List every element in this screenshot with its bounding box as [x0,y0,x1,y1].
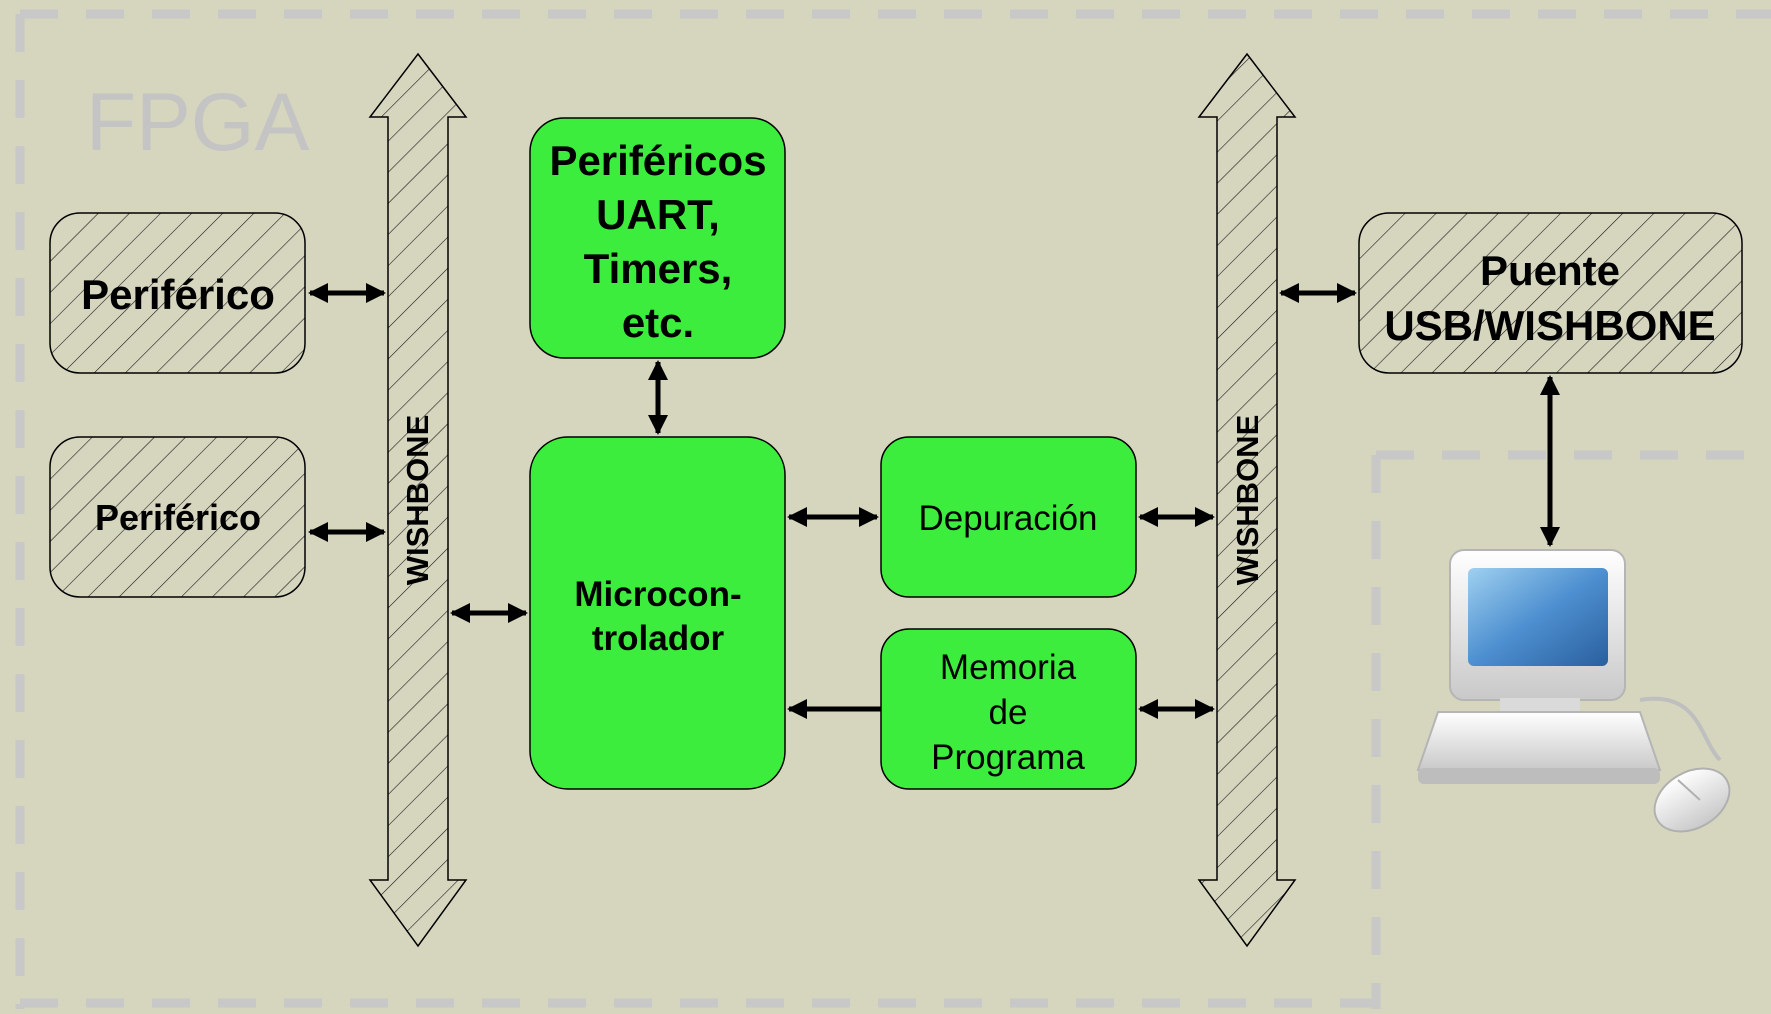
debug-block-label: Depuración [919,499,1098,538]
microcontroller-line-1: Microcon- [574,575,741,614]
peripherals-line-1: Periféricos [549,137,766,184]
wishbone-bus-right: WISHBONE [1197,52,1297,948]
peripherals-uart-timers-block: Periféricos UART, Timers, etc. [529,117,786,359]
bridge-line-1: Puente [1480,247,1620,294]
wishbone-bus-left: WISHBONE [368,52,468,948]
connection-arrows [308,283,1560,719]
peripheral-block-1: Periférico [49,212,306,374]
peripherals-line-2: UART, [596,191,720,238]
program-memory-line-3: Programa [931,738,1085,777]
usb-wishbone-bridge-block: Puente USB/WISHBONE [1358,212,1743,374]
bridge-line-2: USB/WISHBONE [1384,302,1715,349]
desktop-computer-icon [1416,549,1731,833]
peripheral-block-2-label: Periférico [95,497,261,538]
microcontroller-block: Microcon- trolador [529,436,786,790]
peripheral-block-1-label: Periférico [81,271,275,318]
fpga-region-border [15,9,1771,1009]
debug-block: Depuración [880,436,1137,598]
peripherals-line-3: Timers, [584,245,733,292]
program-memory-line-2: de [989,693,1028,732]
microcontroller-line-2: trolador [592,619,725,658]
wishbone-bus-right-label: WISHBONE [1230,415,1265,586]
fpga-region-label: FPGA [86,77,310,168]
wishbone-bus-left-label: WISHBONE [400,415,435,586]
peripheral-block-2: Periférico [49,436,306,598]
program-memory-line-1: Memoria [940,648,1077,687]
peripherals-line-4: etc. [622,299,694,346]
program-memory-block: Memoria de Programa [880,628,1137,790]
